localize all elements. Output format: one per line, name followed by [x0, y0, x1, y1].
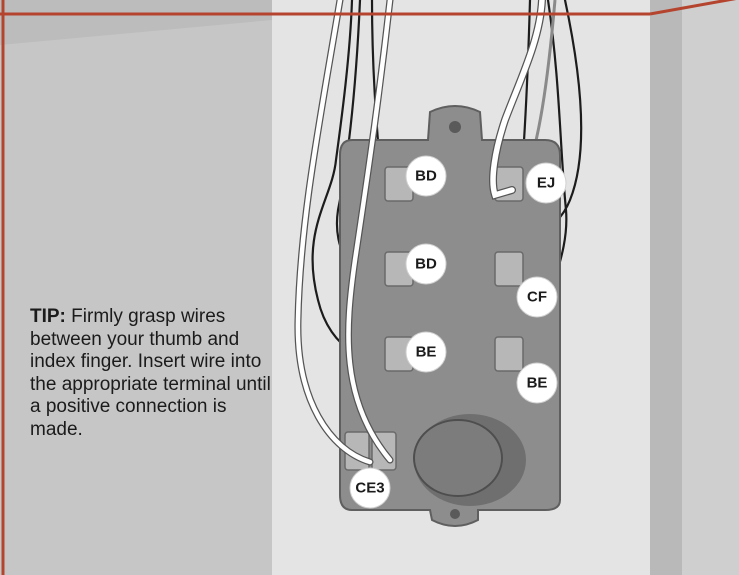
- box-cap: [414, 420, 502, 496]
- tip-text-block: TIP: Firmly grasp wires between your thu…: [30, 306, 280, 441]
- callout-be-right: BE: [517, 363, 557, 403]
- callout-label: BD: [415, 256, 437, 273]
- callout-label: CF: [527, 289, 547, 306]
- callout-bd-middle: BD: [406, 244, 446, 284]
- callout-label: CE3: [355, 480, 384, 497]
- callout-label: BD: [415, 168, 437, 185]
- terminal-slot: [495, 252, 523, 286]
- mount-hole-top: [449, 121, 461, 133]
- wall-left-panel: [0, 0, 272, 575]
- callout-bd-top: BD: [406, 156, 446, 196]
- callout-cf: CF: [517, 277, 557, 317]
- callout-label: EJ: [537, 175, 555, 192]
- callout-ej: EJ: [526, 163, 566, 203]
- callout-ce3: CE3: [350, 468, 390, 508]
- callout-be-left: BE: [406, 332, 446, 372]
- callout-label: BE: [416, 344, 437, 361]
- callout-label: BE: [527, 375, 548, 392]
- terminal-slot: [495, 337, 523, 371]
- wall-right-post: [650, 0, 682, 575]
- mount-hole-bottom: [450, 509, 460, 519]
- wall-right-panel: [682, 0, 739, 575]
- tip-label: TIP:: [30, 306, 66, 327]
- tip-body: Firmly grasp wires between your thumb an…: [30, 306, 271, 440]
